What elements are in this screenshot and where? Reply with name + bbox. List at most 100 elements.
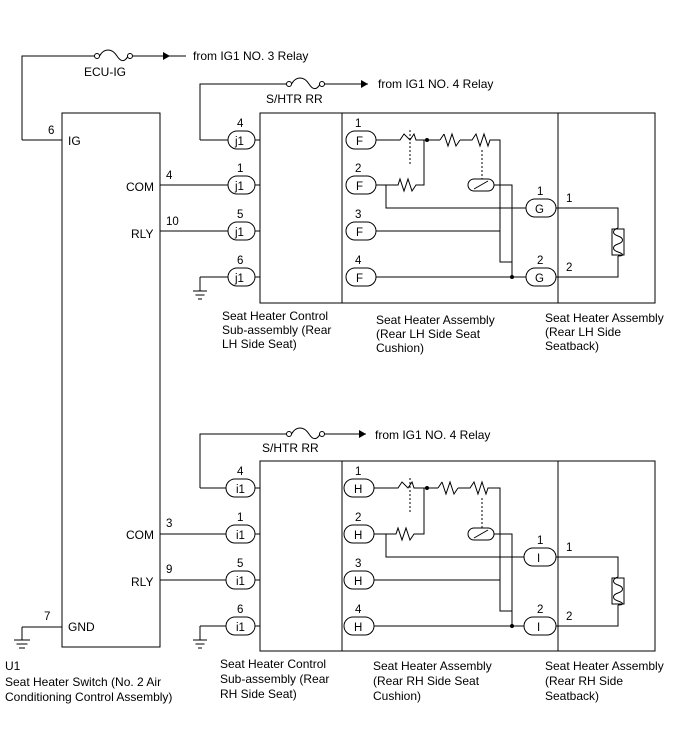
connector-j1-pin-1: j1 1 xyxy=(227,163,260,195)
cushion-label-line1: Seat Heater Assembly xyxy=(373,659,492,673)
svg-text:1: 1 xyxy=(237,163,243,175)
cushion-heater-circuit xyxy=(374,478,524,628)
svg-text:i1: i1 xyxy=(236,530,245,542)
terminal-rly-upper-pin: 10 xyxy=(166,216,179,228)
connector-j1-pin-5: j1 5 xyxy=(227,209,260,241)
connector-h-pin-3: H 3 xyxy=(343,558,375,590)
terminal-gnd-pin: 7 xyxy=(44,611,50,623)
svg-text:F: F xyxy=(356,227,363,239)
svg-text:i1: i1 xyxy=(236,484,245,496)
terminal-com-lower-pin: 3 xyxy=(166,518,172,530)
svg-text:H: H xyxy=(354,530,362,542)
shtr-rr-fuse-icon xyxy=(291,77,321,90)
switch-name-line2: Conditioning Control Assembly) xyxy=(5,690,172,704)
svg-text:F: F xyxy=(356,136,363,148)
arrow-icon xyxy=(361,80,368,88)
connector-i1-pin-1: i1 1 xyxy=(225,512,260,544)
control-label-line3: LH Side Seat) xyxy=(222,337,297,351)
svg-text:5: 5 xyxy=(237,558,243,570)
svg-text:G: G xyxy=(535,204,544,216)
terminal-com-upper-label: COM xyxy=(126,180,154,194)
cushion-heater-circuit xyxy=(376,130,526,279)
svg-text:3: 3 xyxy=(355,558,361,570)
seatback-assembly-rh xyxy=(557,460,656,652)
connector-i1-pin-6: i1 6 xyxy=(225,604,260,636)
control-label-line2: Sub-assembly (Rear xyxy=(220,672,329,686)
svg-text:j1: j1 xyxy=(234,273,244,285)
connector-i-pin-2: I 2 xyxy=(523,604,557,636)
resistor-icon xyxy=(374,488,425,542)
svg-text:2: 2 xyxy=(355,512,361,524)
fuse-label-ecu-ig: ECU-IG xyxy=(84,65,126,79)
back-label-line3: Seatback) xyxy=(545,339,599,353)
svg-text:G: G xyxy=(535,273,544,285)
seatback-heater-icon xyxy=(613,576,623,606)
fuse-terminal xyxy=(94,53,100,59)
fuse-label-shtr-rr: S/HTR RR xyxy=(262,441,319,455)
terminal-gnd-label: GND xyxy=(68,620,95,634)
connector-j1-pin-6: j1 6 xyxy=(227,255,260,287)
source-label-ig1-no4: from IG1 NO. 4 Relay xyxy=(375,428,490,442)
connector-f-pin-1: F 1 xyxy=(345,118,377,150)
connector-j1-pin-4: j1 4 xyxy=(227,118,260,150)
terminal-ig-label: IG xyxy=(68,134,81,148)
svg-text:j1: j1 xyxy=(234,136,244,148)
ecu-ig-fuse-icon xyxy=(99,49,129,62)
svg-text:i1: i1 xyxy=(236,622,245,634)
seatback-pin-1: 1 xyxy=(566,542,572,554)
heater-element-icon xyxy=(437,480,459,496)
switch-body xyxy=(61,112,161,648)
svg-text:H: H xyxy=(354,622,362,634)
control-sub-assembly-lh xyxy=(259,112,343,304)
control-label-line3: RH Side Seat) xyxy=(220,687,297,701)
terminal-rly-lower-label: RLY xyxy=(131,575,153,589)
back-label-line1: Seat Heater Assembly xyxy=(545,659,664,673)
ground-icon xyxy=(193,290,207,300)
svg-text:6: 6 xyxy=(237,604,243,616)
back-label-line2: (Rear RH Side xyxy=(545,674,623,688)
connector-f-pin-3: F 3 xyxy=(345,209,377,241)
svg-text:j1: j1 xyxy=(234,227,244,239)
svg-text:4: 4 xyxy=(355,255,362,267)
control-label-line1: Seat Heater Control xyxy=(222,309,328,323)
rear-rh-section: S/HTR RR from IG1 NO. 4 Relay i1 4 i1 1 … xyxy=(160,427,664,703)
svg-text:H: H xyxy=(354,576,362,588)
connector-i1-pin-5: i1 5 xyxy=(225,558,260,590)
svg-text:I: I xyxy=(537,553,540,565)
cushion-label-line2: (Rear LH Side Seat xyxy=(376,327,481,341)
seatback-pin-2: 2 xyxy=(566,611,572,623)
connector-g-pin-1: G 1 xyxy=(525,186,557,218)
terminal-rly-lower-pin: 9 xyxy=(166,564,172,576)
svg-text:I: I xyxy=(537,622,540,634)
svg-text:1: 1 xyxy=(355,466,361,478)
back-label-line3: Seatback) xyxy=(545,689,599,703)
rear-lh-section: S/HTR RR from IG1 NO. 4 Relay j1 4 j1 1 … xyxy=(160,77,664,355)
cushion-label-line2: (Rear RH Side Seat xyxy=(373,674,480,688)
svg-text:3: 3 xyxy=(355,209,361,221)
svg-text:1: 1 xyxy=(355,118,361,130)
seat-heater-switch: IG 6 COM 4 RLY 10 COM 3 RLY 9 GND 7 U1 S… xyxy=(5,112,179,704)
seatback-pin-1: 1 xyxy=(566,193,572,205)
cushion-label-line3: Cushion) xyxy=(373,689,421,703)
svg-text:2: 2 xyxy=(537,255,543,267)
shtr-rr-fuse-icon xyxy=(291,427,321,440)
control-sub-assembly-rh xyxy=(259,460,343,652)
svg-text:j1: j1 xyxy=(234,181,244,193)
svg-text:1: 1 xyxy=(537,535,543,547)
svg-text:4: 4 xyxy=(237,118,244,130)
fuse-terminal xyxy=(319,81,325,87)
svg-text:i1: i1 xyxy=(236,576,245,588)
source-label-ig1-no3: from IG1 NO. 3 Relay xyxy=(193,49,308,63)
resistor-icon xyxy=(376,140,425,193)
svg-text:1: 1 xyxy=(537,186,543,198)
svg-text:5: 5 xyxy=(237,209,243,221)
connector-h-pin-1: H 1 xyxy=(343,466,375,498)
svg-text:4: 4 xyxy=(237,466,244,478)
ground-icon xyxy=(193,639,207,649)
seat-cushion-assembly-rh xyxy=(341,460,559,652)
svg-text:1: 1 xyxy=(237,512,243,524)
source-label-ig1-no4: from IG1 NO. 4 Relay xyxy=(378,77,493,91)
heater-element-icon xyxy=(439,132,461,148)
svg-text:F: F xyxy=(356,181,363,193)
